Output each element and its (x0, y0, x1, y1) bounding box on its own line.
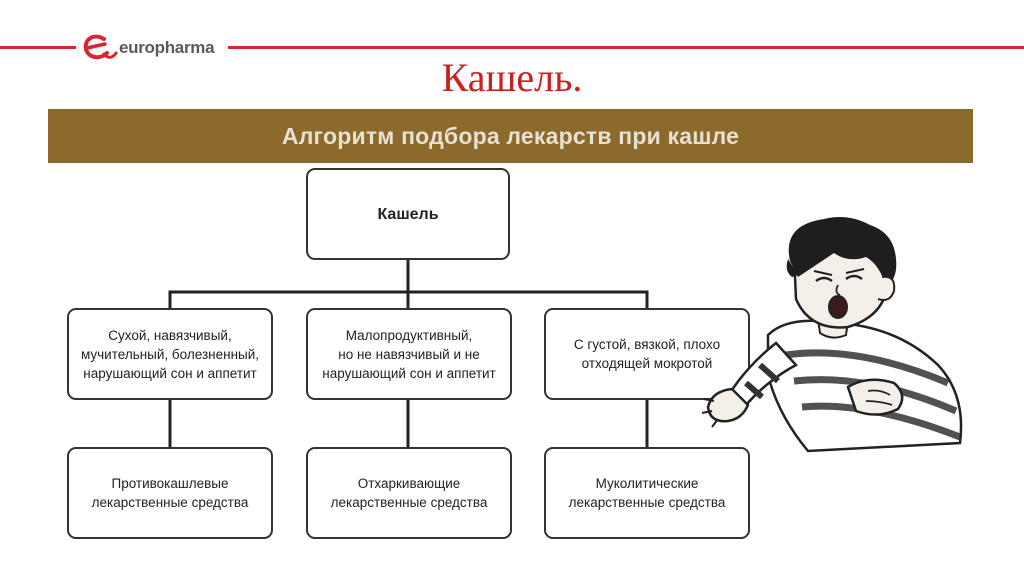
coughing-boy-illustration (701, 217, 963, 453)
node-text-line: нарушающий сон и аппетит (322, 365, 496, 381)
node-text-line: лекарственные средства (568, 495, 726, 510)
node-text-line: Малопродуктивный, (345, 327, 473, 343)
node-text-line: нарушающий сон и аппетит (83, 365, 257, 381)
logo-text: europharma (119, 38, 215, 57)
banner-title: Алгоритм подбора лекарств при кашле (281, 122, 740, 149)
header-rule-left (0, 46, 76, 49)
node-text-line: Сухой, навязчивый, (108, 327, 232, 343)
node-root-label: Кашель (377, 205, 439, 223)
node-text-line: лекарственные средства (91, 495, 249, 510)
node-text-line: С густой, вязкой, плохо (573, 337, 721, 352)
node-remedy-mucolytic: Муколитические лекарственные средства (544, 447, 750, 539)
node-remedy-antitussive: Противокашлевые лекарственные средства (67, 447, 273, 539)
node-text-line: но не навязчивый и не (338, 346, 480, 362)
node-text-line: Противокашлевые (111, 476, 229, 491)
slide-title: Кашель. (441, 55, 583, 100)
node-text-line: лекарственные средства (330, 495, 488, 510)
node-cough-unproductive: Малопродуктивный, но не навязчивый и не … (306, 308, 512, 400)
banner: Алгоритм подбора лекарств при кашле (48, 109, 973, 163)
node-text-line: мучительный, болезненный, (80, 346, 260, 362)
node-remedy-expectorant: Отхаркивающие лекарственные средства (306, 447, 512, 539)
node-text-line: отходящей мокротой (581, 356, 713, 371)
europharma-logo: europharma (80, 30, 215, 66)
node-text-line: Отхаркивающие (357, 476, 461, 491)
node-cough-dry: Сухой, навязчивый, мучительный, болезнен… (67, 308, 273, 400)
header-rule-right (228, 46, 1024, 49)
node-cough-thick-sputum: С густой, вязкой, плохо отходящей мокрот… (544, 308, 750, 400)
europharma-logo-icon (83, 34, 118, 60)
node-text-line: Муколитические (595, 476, 699, 491)
node-root: Кашель (306, 168, 510, 260)
